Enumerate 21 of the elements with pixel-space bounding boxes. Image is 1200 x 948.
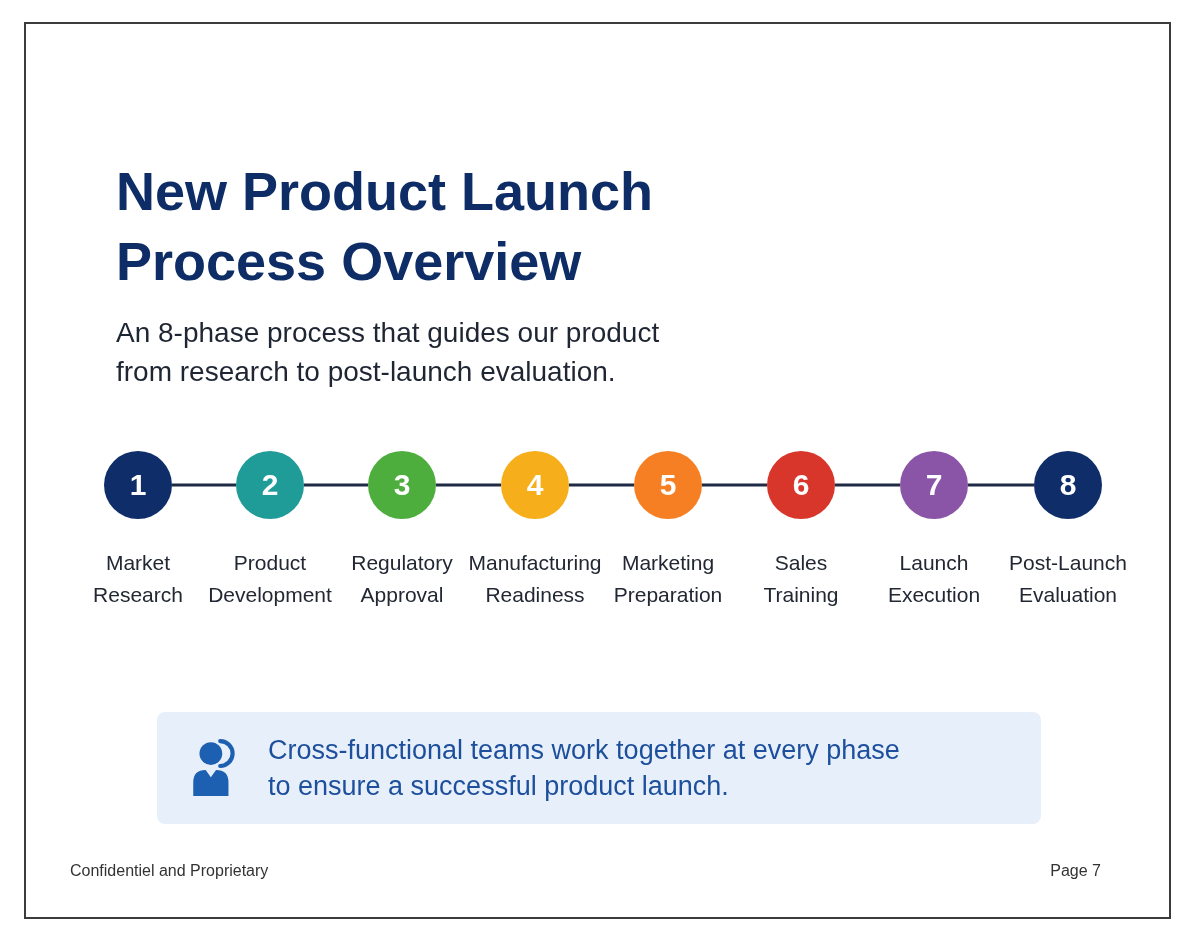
info-banner [157, 712, 1041, 824]
step-label: Manufacturing Readiness [468, 550, 602, 608]
step-label: Product Development [208, 550, 332, 608]
connector-line [569, 483, 634, 487]
slide-title: New Product Launch Process Overview [116, 160, 655, 293]
connector-line [835, 483, 900, 487]
step-label: Regulatory Approval [351, 550, 453, 608]
step-label: Marketing Preparation [613, 550, 723, 608]
step-label: Post-Launch Evaluation [1009, 550, 1127, 608]
connector-line [702, 483, 767, 487]
connector-line [172, 483, 236, 487]
connector-line [436, 483, 501, 487]
step-label: Market Research [93, 550, 183, 608]
connector-line [304, 483, 368, 487]
footer-note: Confidentiel and Proprietary [70, 861, 269, 881]
step-label: Sales Training [763, 550, 839, 608]
connector-line [968, 483, 1034, 487]
page-number: Page 7 [1050, 861, 1101, 881]
banner-text: Cross-functional teams work together at every phase to ensure a successful product launch. [268, 734, 901, 803]
step-label: Launch Execution [887, 550, 981, 608]
slide-subtitle: An 8-phase process that guides our product from research to post-launch evaluation. [116, 316, 661, 389]
